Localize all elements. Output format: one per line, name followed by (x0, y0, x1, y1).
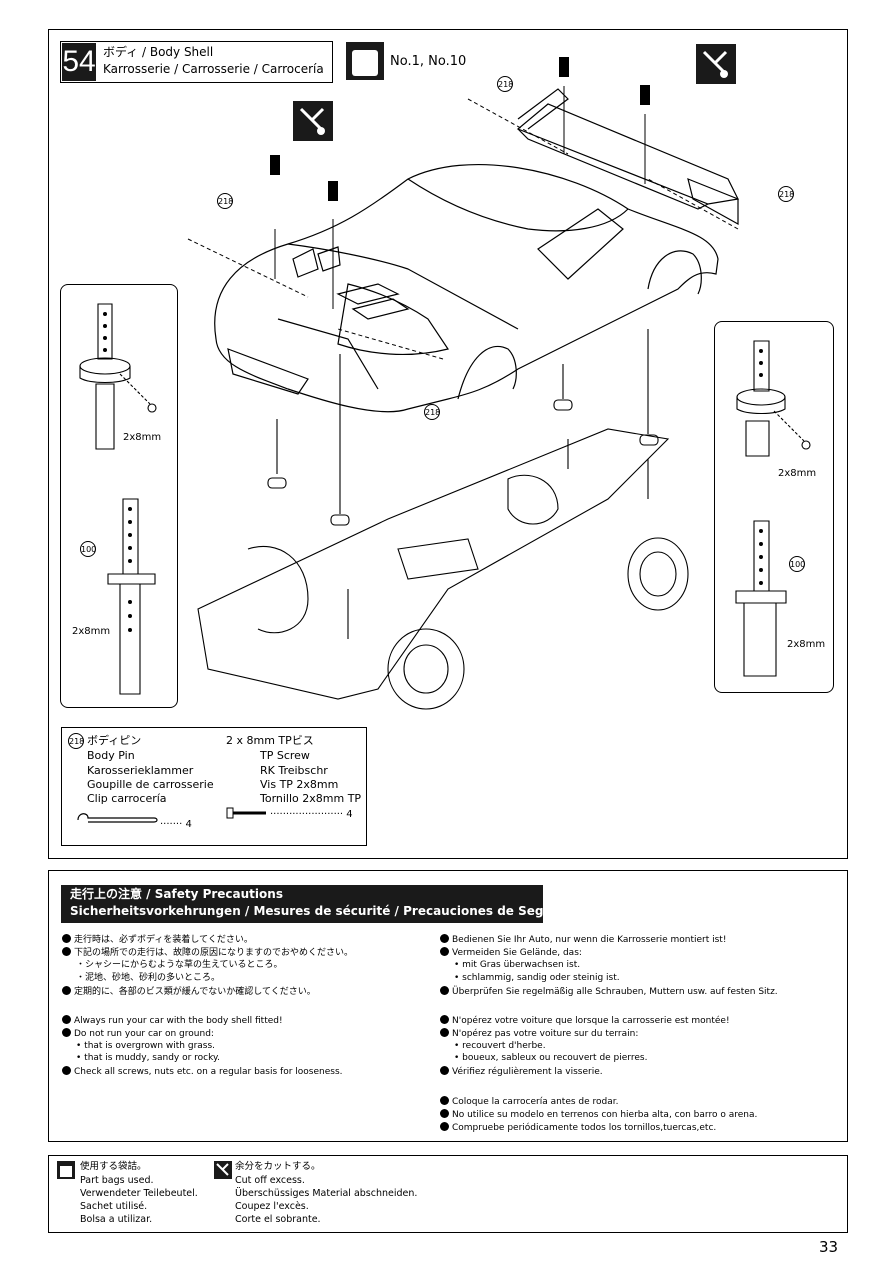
parts-list-box (61, 727, 367, 846)
safety-en-item: Always run your car with the body shell … (62, 1015, 283, 1027)
body-pin-callout: 218 (217, 193, 233, 209)
safety-de-item: Überprüfen Sie regelmäßig alle Schrauben… (440, 986, 778, 998)
body-pin-callout: 218 (497, 76, 513, 92)
safety-fr-item: • boueux, sableux ou recouvert de pierre… (454, 1053, 648, 1063)
legend-bag-en: Part bags used. (80, 1175, 154, 1186)
legend-cut-de: Überschüssiges Material abschneiden. (235, 1188, 418, 1199)
legend-cut-jp: 余分をカットする。 (235, 1161, 321, 1172)
cut-excess-legend-icon (214, 1161, 232, 1179)
screw-size-label: 2x8mm (72, 626, 111, 637)
screw-name-en: TP Screw (260, 749, 310, 762)
post-callout: 100 (789, 556, 805, 572)
cut-excess-icon (696, 44, 736, 84)
safety-de-item: Vermeiden Sie Gelände, das: (440, 947, 582, 959)
screw-quantity: ······················· 4 (270, 809, 353, 820)
safety-jp-item: 走行時は、必ずボディを装着してください。 (62, 934, 253, 946)
screw-name-fr: Vis TP 2x8mm (260, 778, 339, 791)
pin-quantity-value: 4 (185, 819, 192, 830)
safety-en-item: • that is muddy, sandy or rocky. (76, 1053, 220, 1063)
screw-quantity-value: 4 (346, 809, 353, 820)
legend-cut-fr: Coupez l'excès. (235, 1201, 309, 1212)
screw-size-label: 2x8mm (787, 639, 826, 650)
safety-en-item: Do not run your car on ground: (62, 1028, 214, 1040)
screw-size-label: 2x8mm (123, 432, 162, 443)
legend-bag-fr: Sachet utilisé. (80, 1201, 148, 1212)
pin-name-fr: Goupille de carrosserie (87, 778, 214, 791)
step-title-line1: ボディ / Body Shell (103, 45, 214, 59)
pin-name-de: Karosserieklammer (87, 764, 194, 777)
legend-bag-es: Bolsa a utilizar. (80, 1214, 153, 1225)
safety-fr-item: N'opérez pas votre voiture sur du terrai… (440, 1028, 638, 1040)
screw-name-de: RK Treibschr (260, 764, 328, 777)
safety-title-line2: Sicherheitsvorkehrungen / Mesures de séc… (70, 904, 588, 918)
left-detail-box (60, 284, 178, 708)
legend-frame (48, 1155, 848, 1233)
body-shell-illustration (187, 57, 739, 710)
pin-quantity: ······· 4 (160, 819, 192, 830)
legend-cut-es: Corte el sobrante. (235, 1214, 321, 1225)
parts-bag-legend-icon (57, 1161, 75, 1179)
safety-fr-item: N'opérez votre voiture que lorsque la ca… (440, 1015, 730, 1027)
safety-fr-item: Vérifiez régulièrement la visserie. (440, 1066, 603, 1078)
step-frame (48, 29, 848, 859)
pin-name-en: Body Pin (87, 749, 135, 762)
safety-jp-item: 定期的に、各部のビス類が緩んでないか確認してください。 (62, 986, 316, 998)
screw-name-es: Tornillo 2x8mm TP (260, 792, 362, 805)
post-callout: 100 (80, 541, 96, 557)
safety-en-item: Check all screws, nuts etc. on a regular… (62, 1066, 343, 1078)
safety-de-item: • mit Gras überwachsen ist. (454, 960, 581, 970)
parts-bag-icon (346, 42, 384, 80)
legend-bag-jp: 使用する袋詰。 (80, 1161, 147, 1172)
step-number: 54 (62, 43, 96, 81)
step-title-line2: Karrosserie / Carrosserie / Carrocería (103, 62, 324, 76)
legend-bag-de: Verwendeter Teilebeutel. (80, 1188, 198, 1199)
safety-frame (48, 870, 848, 1142)
pin-name-es: Clip carrocería (87, 792, 167, 805)
safety-jp-item: ・泥地、砂地、砂利の多いところ。 (76, 973, 221, 983)
legend-cut-en: Cut off excess. (235, 1175, 305, 1186)
safety-es-item: Coloque la carrocería antes de rodar. (440, 1096, 618, 1108)
page-number: 33 (819, 1238, 839, 1256)
safety-fr-item: • recouvert d'herbe. (454, 1041, 546, 1051)
pin-name-jp: ボディピン (87, 734, 142, 747)
parts-ref-number: 218 (68, 733, 84, 749)
screw-size-label: 2x8mm (778, 468, 817, 479)
right-detail-box (714, 321, 834, 693)
screw-icon (226, 807, 266, 819)
safety-de-item: Bedienen Sie Ihr Auto, nur wenn die Karr… (440, 934, 726, 946)
safety-de-item: • schlammig, sandig oder steinig ist. (454, 973, 620, 983)
body-pin-callout: 218 (424, 404, 440, 420)
safety-title-line1: 走行上の注意 / Safety Precautions (70, 887, 283, 901)
safety-title-bar (61, 885, 543, 923)
step-title-box (60, 41, 333, 83)
safety-en-item: • that is overgrown with grass. (76, 1041, 216, 1051)
bag-label: No.1, No.10 (390, 54, 467, 69)
post-detail-illustration (735, 340, 811, 677)
body-pin-icon (77, 813, 158, 823)
safety-es-item: No utilice su modelo en terrenos con hie… (440, 1109, 757, 1121)
cut-excess-icon (293, 101, 333, 141)
post-detail-illustration (79, 303, 157, 695)
body-pin-callout: 218 (778, 186, 794, 202)
screw-name-jp: 2 x 8mm TPビス (226, 734, 314, 747)
safety-es-item: Compruebe periódicamente todos los torni… (440, 1122, 716, 1134)
safety-jp-item: ・シャシーにからむような草の生えているところ。 (76, 960, 283, 970)
safety-jp-item: 下記の場所での走行は、故障の原因になりますのでおやめください。 (62, 947, 353, 959)
